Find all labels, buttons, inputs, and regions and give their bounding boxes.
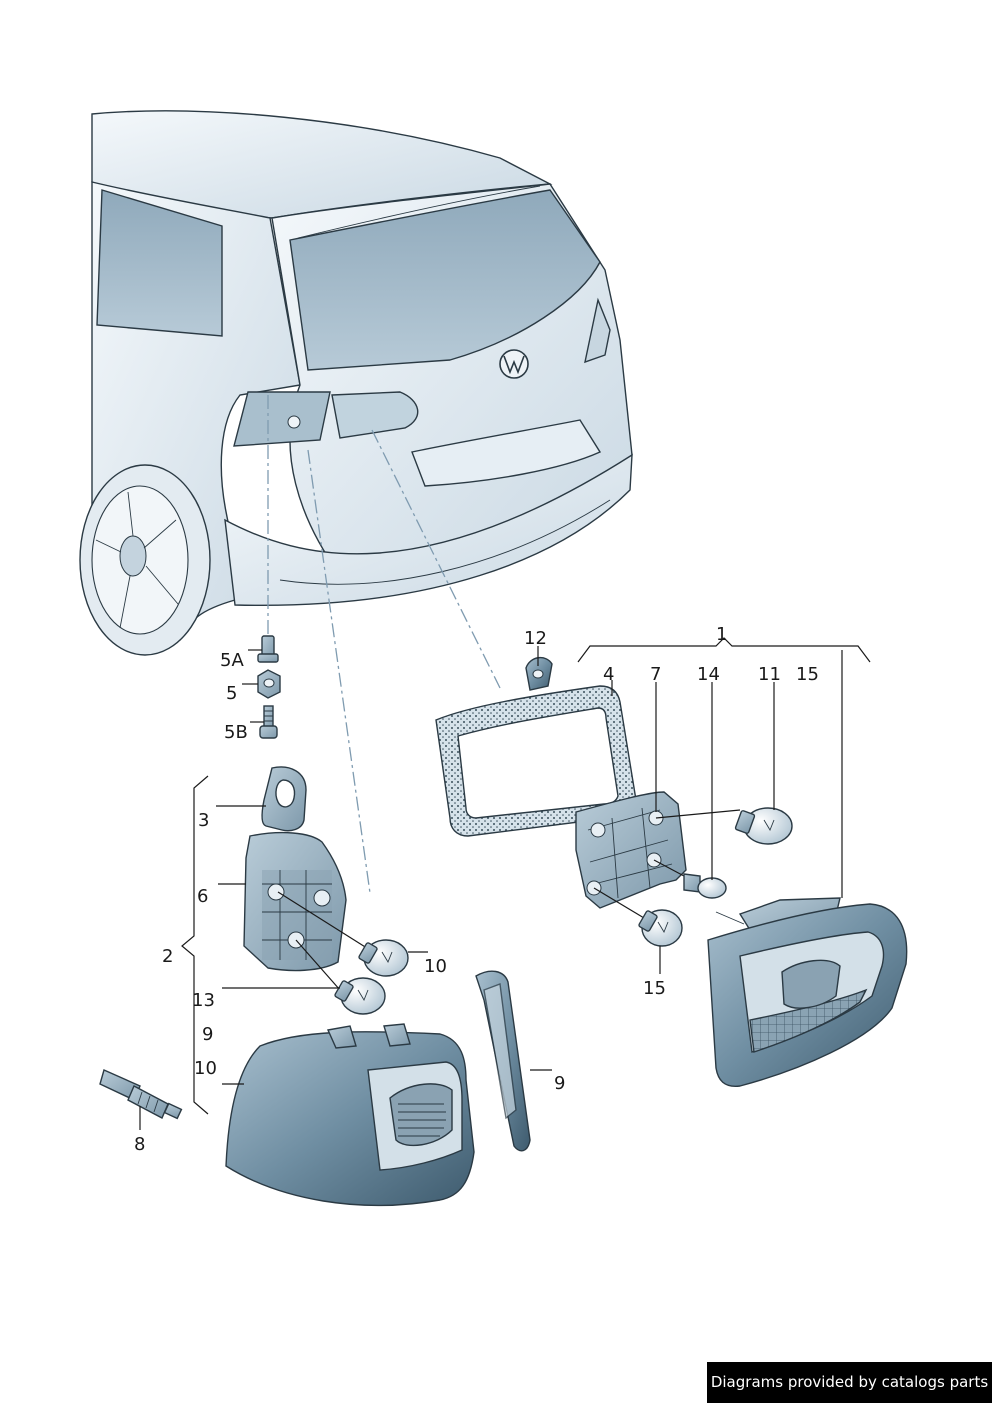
- callout-8: 8: [134, 1134, 145, 1155]
- wheel: [79, 464, 211, 656]
- callout-14: 14: [697, 664, 720, 685]
- callout-9-list: 9: [202, 1024, 213, 1045]
- part-9-seal: [475, 970, 531, 1152]
- callout-7: 7: [650, 664, 661, 685]
- lamp-grille: [398, 1103, 446, 1137]
- part-6-bulb-holder: [243, 831, 347, 972]
- callout-3: 3: [198, 810, 209, 831]
- leader-lines: [139, 637, 871, 1130]
- callout-5a: 5A: [220, 650, 244, 671]
- part-3-gasket: [261, 766, 307, 832]
- part-1-inner-tail-lamp: [707, 897, 908, 1087]
- part-5b-screw: [259, 705, 278, 739]
- part-4-gasket: [435, 685, 637, 837]
- callout-15: 15: [643, 978, 666, 999]
- part-5a-stud: [257, 635, 279, 663]
- callout-9: 9: [554, 1073, 565, 1094]
- callout-6: 6: [197, 886, 208, 907]
- part-7-bulb-holder: [575, 791, 687, 909]
- callout-15-top: 15: [796, 664, 819, 685]
- part-2-outer-tail-lamp: [225, 1023, 475, 1207]
- car-rear-view: [79, 110, 633, 656]
- part-8-bolt: [99, 1069, 183, 1120]
- footer-credit: Diagrams provided by catalogs parts: [707, 1362, 992, 1403]
- callout-11: 11: [758, 664, 781, 685]
- assembly-lines: [267, 395, 501, 894]
- callout-4: 4: [603, 664, 614, 685]
- callout-1: 1: [716, 624, 727, 645]
- callout-10-list: 10: [194, 1058, 217, 1079]
- part-12-grommet: [525, 657, 553, 691]
- part-11-bulb: [655, 807, 793, 845]
- vw-logo-icon: [499, 349, 529, 379]
- callout-2: 2: [162, 946, 173, 967]
- part-5-nut: [257, 669, 281, 699]
- part-10-bulb: [277, 891, 409, 977]
- callout-5b: 5B: [224, 722, 248, 743]
- part-15-bulb: [593, 887, 683, 947]
- callout-13: 13: [192, 990, 215, 1011]
- callout-10: 10: [424, 956, 447, 977]
- callout-labels: 1 12 4 7 14 11 15 5A 5 5B 3 6 2 10 13 9 …: [134, 624, 819, 1155]
- callout-12: 12: [524, 628, 547, 649]
- callout-5: 5: [226, 683, 237, 704]
